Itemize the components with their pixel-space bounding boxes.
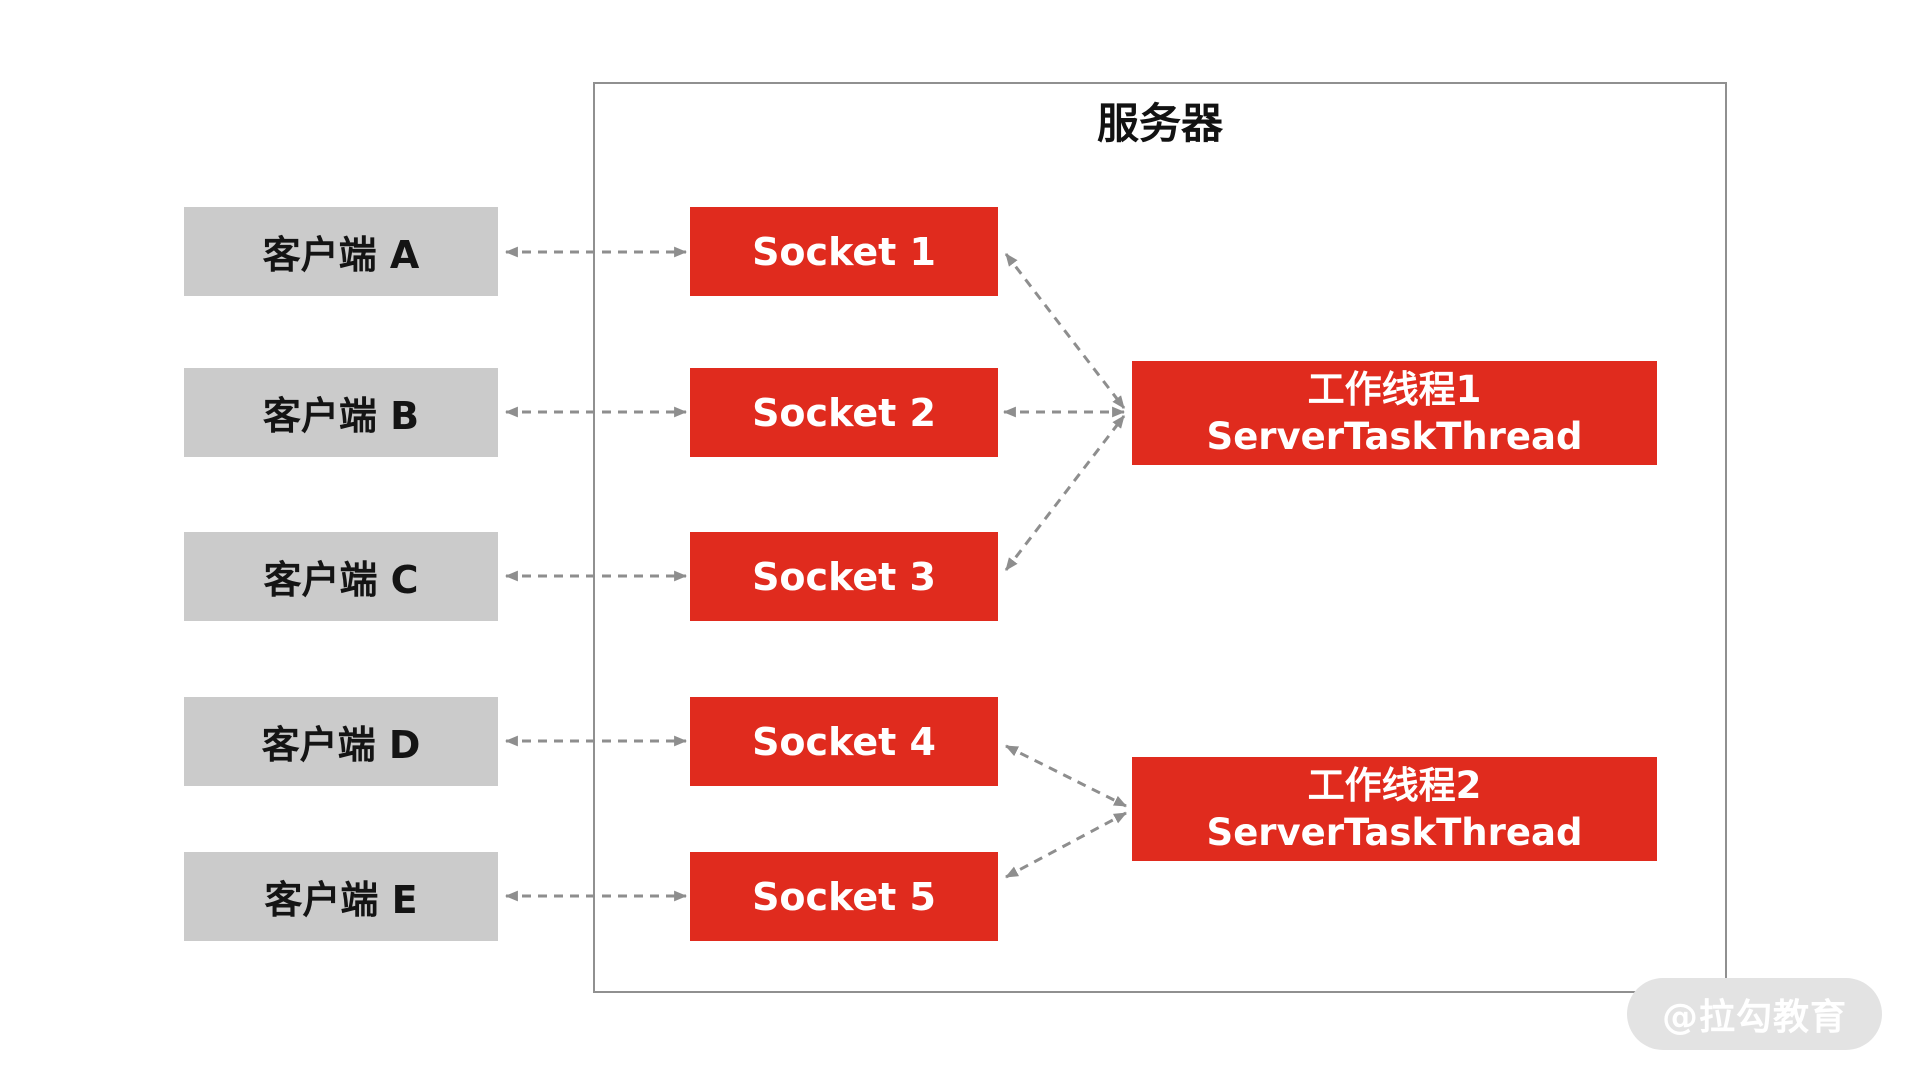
worker-2-title: 工作线程2 bbox=[1307, 764, 1482, 807]
client-label-b: 客户端 B bbox=[262, 394, 420, 438]
socket-box-2: Socket 2 bbox=[690, 368, 998, 457]
socket-box-3: Socket 3 bbox=[690, 532, 998, 621]
client-label-a: 客户端 A bbox=[262, 233, 420, 277]
client-box-a: 客户端 A bbox=[184, 207, 498, 296]
worker-1-subtitle: ServerTaskThread bbox=[1206, 415, 1583, 458]
client-label-c: 客户端 C bbox=[263, 558, 419, 602]
worker-2-subtitle: ServerTaskThread bbox=[1206, 811, 1583, 854]
client-box-b: 客户端 B bbox=[184, 368, 498, 457]
socket-box-1: Socket 1 bbox=[690, 207, 998, 296]
server-title: 服务器 bbox=[1096, 99, 1223, 148]
socket-box-4: Socket 4 bbox=[690, 697, 998, 786]
client-box-e: 客户端 E bbox=[184, 852, 498, 941]
server-boundary-box bbox=[593, 82, 1727, 993]
client-box-d: 客户端 D bbox=[184, 697, 498, 786]
socket-label-5: Socket 5 bbox=[752, 874, 936, 919]
socket-label-2: Socket 2 bbox=[752, 390, 936, 435]
socket-label-3: Socket 3 bbox=[752, 554, 936, 599]
worker-thread-box-2: 工作线程2 ServerTaskThread bbox=[1132, 757, 1657, 861]
client-label-d: 客户端 D bbox=[261, 723, 421, 767]
watermark-label: @拉勾教育 bbox=[1661, 997, 1847, 1038]
socket-label-1: Socket 1 bbox=[752, 229, 936, 274]
worker-thread-box-1: 工作线程1 ServerTaskThread bbox=[1132, 361, 1657, 465]
worker-1-title: 工作线程1 bbox=[1307, 368, 1482, 411]
socket-label-4: Socket 4 bbox=[752, 719, 936, 764]
client-box-c: 客户端 C bbox=[184, 532, 498, 621]
socket-box-5: Socket 5 bbox=[690, 852, 998, 941]
client-label-e: 客户端 E bbox=[264, 878, 418, 922]
watermark-badge: @拉勾教育 bbox=[1627, 978, 1882, 1050]
